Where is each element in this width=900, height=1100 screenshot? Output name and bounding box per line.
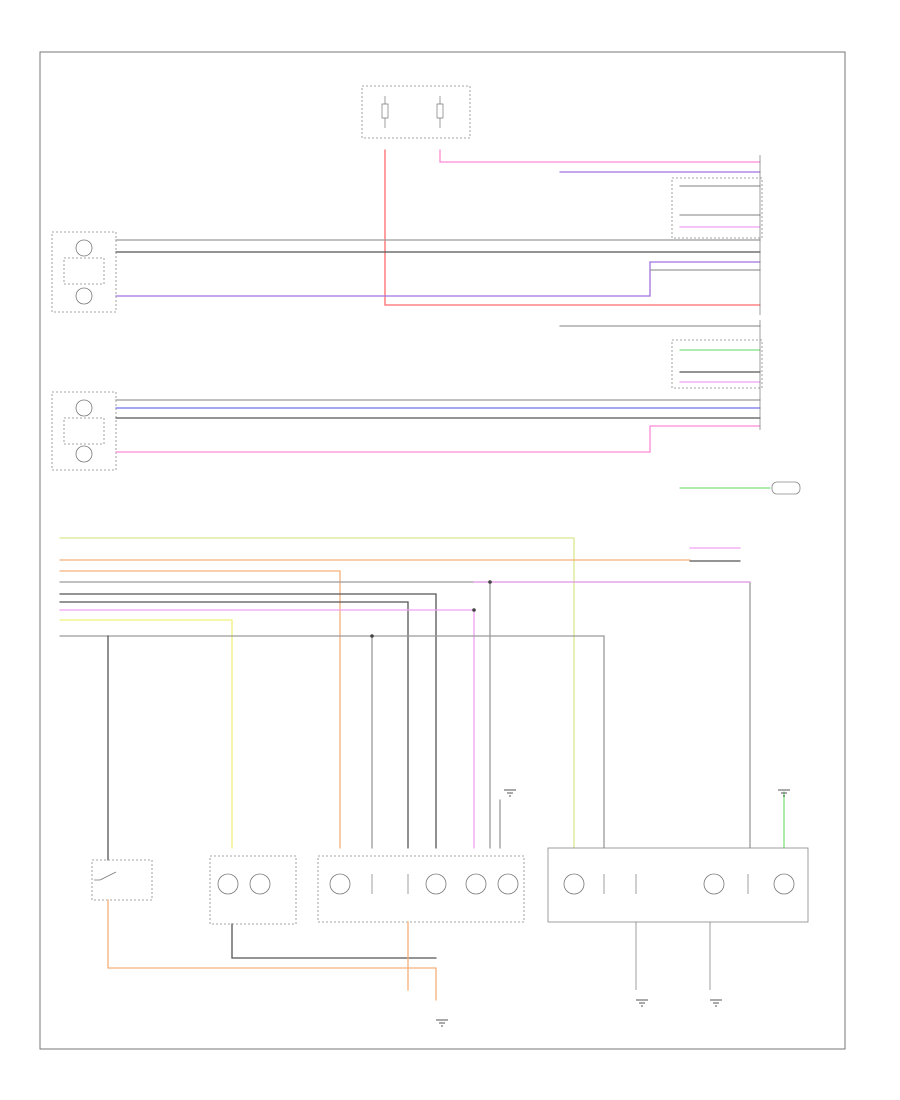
wire-red (384, 149, 761, 306)
wire-lf-violet (115, 261, 761, 297)
wire-orange-return (107, 899, 437, 1001)
junction-nodes (370, 580, 492, 638)
top-fuse-box (361, 85, 471, 139)
wire-yellow-bundle (59, 619, 233, 849)
wire-dark-bundle-2 (59, 601, 409, 849)
right-front-door-switch (51, 391, 117, 471)
right-connector-upper (671, 177, 763, 389)
wire-magenta-bundle (59, 609, 475, 849)
left-rear-combination-lamp (317, 855, 525, 923)
wire-orange-down (59, 570, 341, 849)
wire-rf-magenta (115, 425, 761, 453)
right-rear-combination-lamp (547, 847, 809, 923)
wire-dark-bundle-1 (59, 593, 437, 849)
lower-left-switch (91, 859, 153, 901)
left-rear-lamp-assembly (209, 855, 297, 925)
ground-symbols (436, 789, 790, 1027)
fuse-2 (436, 96, 444, 128)
wire-gray-bundle-2 (59, 635, 605, 849)
ground-drops (635, 922, 711, 990)
wire-gray-bundle (59, 581, 751, 849)
wire-lime-bundle (59, 537, 575, 849)
diagram-frame (39, 51, 846, 1050)
wire-pink (439, 149, 761, 163)
wire-dark-return (231, 923, 437, 959)
left-front-door-switch (51, 231, 117, 313)
fuse-1 (381, 96, 389, 128)
trunk-lamp (771, 481, 801, 495)
